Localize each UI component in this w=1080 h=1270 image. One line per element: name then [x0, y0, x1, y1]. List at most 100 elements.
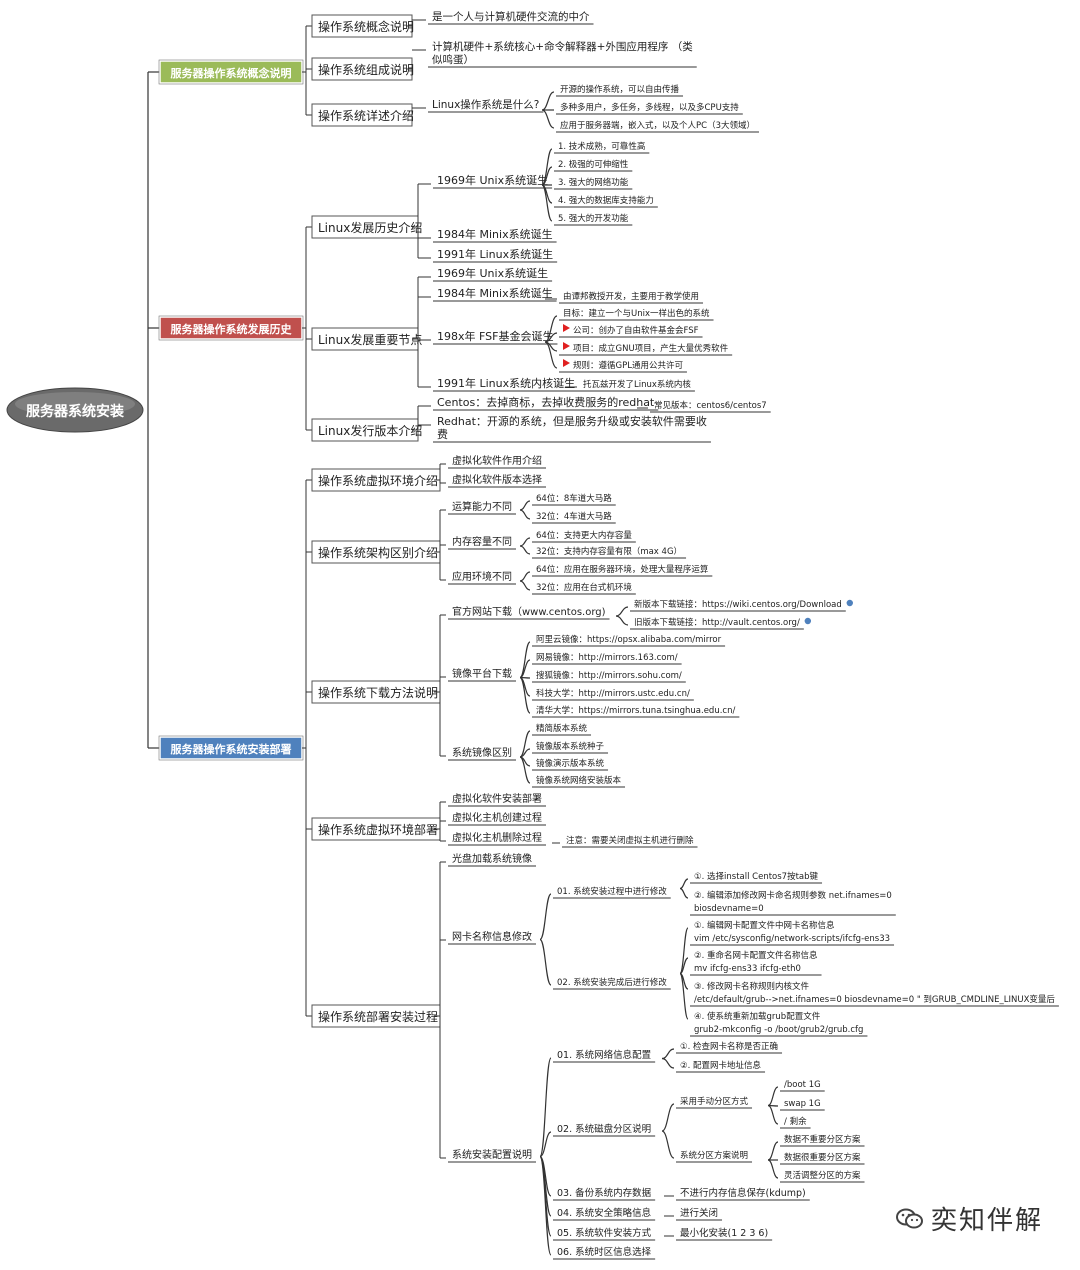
history-3[interactable]: 1991年 Linux系统诞生 — [437, 247, 553, 261]
install-2[interactable]: 网卡名称信息修改 — [452, 930, 532, 943]
virt-deploy-3[interactable]: 虚拟化主机删除过程 — [452, 831, 542, 844]
arch-1[interactable]: 运算能力不同 — [452, 500, 512, 513]
linux-what-1[interactable]: Linux操作系统是什么? — [432, 98, 539, 111]
net-config-2[interactable]: ②. 配置网卡地址信息 — [680, 1060, 762, 1071]
config-6[interactable]: 06. 系统时区信息选择 — [557, 1246, 652, 1258]
nic-during-2[interactable]: ②. 编辑添加修改网卡命名规则参数 net.ifnames=0biosdevna… — [694, 890, 892, 914]
manual-part-2[interactable]: swap 1G — [784, 1099, 821, 1109]
topic-3-2[interactable]: 操作系统架构区别介绍 — [311, 540, 441, 564]
part-plan-2[interactable]: 数据很重要分区方案 — [784, 1152, 861, 1163]
mirror-5[interactable]: 清华大学：https://mirrors.tuna.tsinghua.edu.c… — [536, 705, 735, 716]
arch-memory-2[interactable]: 32位：支持内存容量有限（max 4G） — [536, 546, 682, 557]
download-3[interactable]: 系统镜像区别 — [452, 746, 512, 759]
net-config-1[interactable]: ①. 检查网卡名称是否正确 — [680, 1041, 778, 1052]
milestone-2[interactable]: 1984年 Minix系统诞生 — [437, 286, 553, 300]
arch-2[interactable]: 内存容量不同 — [452, 535, 512, 548]
arch-compute-1[interactable]: 64位：8车道大马路 — [536, 493, 612, 504]
software-note-1[interactable]: 最小化安装(1 2 3 6) — [680, 1227, 768, 1239]
arch-env-1[interactable]: 64位：应用在服务器环境，处理大量程序运算 — [536, 564, 709, 575]
unix-feature-1[interactable]: 1. 技术成熟，可靠性高 — [558, 141, 645, 152]
image-type-1[interactable]: 精简版本系统 — [536, 723, 588, 734]
topic-1-1[interactable]: 操作系统概念说明 — [311, 14, 414, 38]
mirror-4[interactable]: 科技大学：http://mirrors.ustc.edu.cn/ — [536, 688, 690, 699]
nic-rename-2[interactable]: 02. 系统安装完成后进行修改 — [557, 977, 667, 988]
virt-intro-2[interactable]: 虚拟化软件版本选择 — [452, 473, 542, 486]
topic-3-3[interactable]: 操作系统下载方法说明 — [311, 680, 441, 704]
fsf-item-1[interactable]: 目标：建立一个与Unix一样出色的系统 — [563, 308, 710, 319]
root-node[interactable]: 服务器系统安装 — [6, 387, 144, 433]
arch-3[interactable]: 应用环境不同 — [452, 570, 512, 583]
arch-compute-2[interactable]: 32位：4车道大马路 — [536, 511, 612, 522]
image-type-4[interactable]: 镜像系统网络安装版本 — [536, 775, 622, 786]
section-2[interactable]: 服务器操作系统发展历史 — [158, 315, 304, 341]
arch-memory-1[interactable]: 64位：支持更大内存容量 — [536, 530, 632, 541]
disk-1[interactable]: 采用手动分区方式 — [680, 1096, 749, 1107]
mirror-1[interactable]: 阿里云镜像：https://opsx.alibaba.com/mirror — [536, 634, 722, 645]
milestone-4[interactable]: 1991年 Linux系统内核诞生 — [437, 376, 575, 390]
delete-note-1[interactable]: 注意：需要关闭虚拟主机进行删除 — [566, 835, 694, 846]
linux-what-item-3[interactable]: 应用于服务器端，嵌入式，以及个人PC（3大领域） — [560, 120, 755, 131]
mirror-2[interactable]: 网易镜像：http://mirrors.163.com/ — [536, 652, 678, 663]
linux-what-item-2[interactable]: 多种多用户，多任务，多线程，以及多CPU支持 — [560, 102, 739, 113]
fsf-item-4[interactable]: 规则：遵循GPL通用公共许可 — [563, 359, 683, 371]
install-1[interactable]: 光盘加载系统镜像 — [452, 852, 532, 865]
config-3[interactable]: 03. 备份系统内存数据 — [557, 1187, 652, 1199]
disk-2[interactable]: 系统分区方案说明 — [680, 1150, 748, 1161]
topic-1-3[interactable]: 操作系统详述介绍 — [311, 103, 414, 127]
part-plan-3[interactable]: 灵活调整分区的方案 — [784, 1170, 861, 1181]
milestone-3[interactable]: 198x年 FSF基金会诞生 — [437, 329, 553, 343]
topic-1-2[interactable]: 操作系统组成说明 — [311, 57, 414, 81]
part-plan-1[interactable]: 数据不重要分区方案 — [784, 1134, 861, 1145]
download-1[interactable]: 官方网站下载（www.centos.org) — [452, 605, 606, 618]
concept-1[interactable]: 是一个人与计算机硬件交流的中介 — [432, 10, 590, 23]
install-3[interactable]: 系统安装配置说明 — [452, 1148, 532, 1161]
linux-what-item-1[interactable]: 开源的操作系统，可以自由传播 — [560, 84, 680, 95]
distro-1[interactable]: Centos：去掉商标，去掉收费服务的redhat — [437, 395, 655, 409]
topic-2-2[interactable]: Linux发展重要节点 — [311, 327, 422, 351]
config-5[interactable]: 05. 系统软件安装方式 — [557, 1227, 652, 1239]
virt-deploy-1[interactable]: 虚拟化软件安装部署 — [452, 792, 542, 805]
topic-3-4[interactable]: 操作系统虚拟环境部署 — [311, 817, 441, 841]
nic-rename-1[interactable]: 01. 系统安装过程中进行修改 — [557, 886, 667, 897]
arch-env-2[interactable]: 32位：应用在台式机环境 — [536, 582, 632, 593]
security-note-1[interactable]: 进行关闭 — [680, 1207, 718, 1219]
unix-feature-3[interactable]: 3. 强大的网络功能 — [558, 177, 629, 188]
fsf-item-3[interactable]: 项目：成立GNU项目，产生大量优秀软件 — [563, 342, 729, 354]
virt-deploy-2[interactable]: 虚拟化主机创建过程 — [452, 811, 542, 824]
mirror-3[interactable]: 搜狐镜像：http://mirrors.sohu.com/ — [536, 670, 682, 681]
virt-intro-1[interactable]: 虚拟化软件作用介绍 — [452, 454, 542, 467]
download-2[interactable]: 镜像平台下载 — [452, 667, 512, 680]
nic-during-1[interactable]: ①. 选择install Centos7按tab键 — [694, 871, 819, 882]
topic-3-5[interactable]: 操作系统部署安装过程 — [311, 1004, 441, 1028]
centos-note-1[interactable]: 常见版本：centos6/centos7 — [654, 400, 767, 411]
manual-part-3[interactable]: / 剩余 — [784, 1116, 807, 1127]
unix-feature-2[interactable]: 2. 极强的可伸缩性 — [558, 159, 629, 170]
minix-note-1[interactable]: 由谭邦教授开发，主要用于教学使用 — [563, 291, 699, 302]
image-type-2[interactable]: 镜像版本系统种子 — [536, 741, 605, 752]
topic-3-1[interactable]: 操作系统虚拟环境介绍 — [311, 468, 441, 492]
topic-2-3[interactable]: Linux发行版本介绍 — [311, 418, 422, 442]
unix-feature-4[interactable]: 4. 强大的数据库支持能力 — [558, 195, 654, 206]
topic-2-1[interactable]: Linux发展历史介绍 — [311, 215, 422, 239]
config-4[interactable]: 04. 系统安全策略信息 — [557, 1207, 651, 1219]
history-1[interactable]: 1969年 Unix系统诞生 — [437, 173, 548, 187]
milestone-1[interactable]: 1969年 Unix系统诞生 — [437, 266, 548, 280]
image-type-3[interactable]: 镜像演示版本系统 — [536, 758, 605, 769]
official-link-2[interactable]: 旧版本下载链接：http://vault.centos.org/ — [634, 617, 812, 628]
manual-part-1[interactable]: /boot 1G — [784, 1080, 821, 1090]
unix-feature-5[interactable]: 5. 强大的开发功能 — [558, 213, 629, 224]
fsf-item-2[interactable]: 公司：创办了自由软件基金会FSF — [563, 324, 699, 336]
kdump-note-1[interactable]: 不进行内存信息保存(kdump) — [680, 1187, 806, 1199]
linux-kernel-note-1[interactable]: 托瓦兹开发了Linux系统内核 — [583, 379, 691, 390]
history-2[interactable]: 1984年 Minix系统诞生 — [437, 227, 553, 241]
nic-after-3[interactable]: ③. 修改网卡名称规则内核文件/etc/default/grub-->net.i… — [694, 981, 1055, 1005]
config-2[interactable]: 02. 系统磁盘分区说明 — [557, 1123, 651, 1135]
config-1[interactable]: 01. 系统网络信息配置 — [557, 1049, 651, 1061]
section-3[interactable]: 服务器操作系统安装部署 — [158, 735, 304, 761]
section-1[interactable]: 服务器操作系统概念说明 — [158, 59, 304, 85]
